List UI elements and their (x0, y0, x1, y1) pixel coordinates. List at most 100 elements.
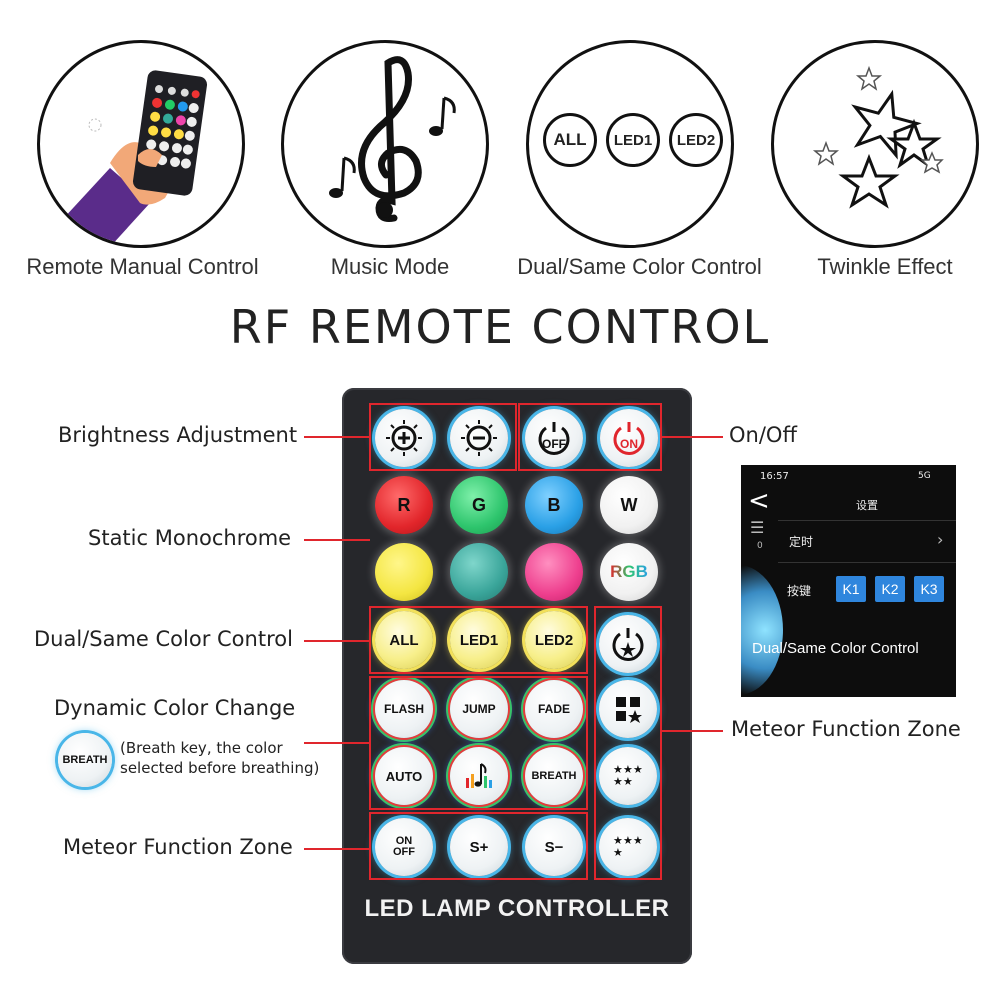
feature-caption-dual: Dual/Same Color Control (517, 254, 762, 279)
svg-text:★: ★ (623, 834, 633, 847)
leader-brightness (304, 436, 370, 438)
phone-key-k1[interactable]: K1 (836, 576, 866, 602)
chevron-right-icon[interactable]: › (937, 530, 944, 549)
meteor-power-star-icon (612, 628, 644, 661)
rgb-button[interactable]: RGB (600, 543, 658, 601)
zone-dynamic (369, 676, 588, 810)
breath-note-line1: (Breath key, the color (120, 739, 283, 757)
svg-text:★: ★ (613, 763, 623, 776)
stars-four-icon: ★★★ ★ (613, 834, 643, 859)
on-label: ON (620, 437, 638, 451)
phone-back-icon[interactable]: < (748, 486, 770, 516)
led2-label: LED2 (534, 631, 574, 649)
svg-text:★: ★ (633, 834, 643, 847)
callout-static: Static Monochrome (88, 526, 292, 550)
phone-key-k2[interactable]: K2 (875, 576, 905, 602)
svg-text:★: ★ (613, 846, 623, 859)
meteor-onoff-button[interactable]: ON OFF (375, 818, 433, 876)
blue-button[interactable]: B (525, 476, 583, 534)
brightness-down-button[interactable] (450, 409, 508, 467)
phone-row-keys: 按键 (787, 584, 812, 598)
feature-circle-dual: ALL LED1 LED2 (526, 40, 734, 248)
yellow-button[interactable] (375, 543, 433, 601)
red-label: R (397, 494, 411, 515)
music-button[interactable] (450, 747, 508, 805)
meteor-stars-a-button[interactable]: ★★★ ★★ (599, 747, 657, 805)
phone-key-k3[interactable]: K3 (914, 576, 944, 602)
led1-button[interactable]: LED1 (450, 611, 508, 669)
speed-down-label: S− (544, 838, 564, 856)
power-off-button[interactable]: OFF (525, 409, 583, 467)
teal-button[interactable] (450, 543, 508, 601)
brightness-up-button[interactable] (375, 409, 433, 467)
rgb-label: RGB (610, 562, 648, 581)
feature-circle-twinkle (771, 40, 979, 248)
phone-divider-2 (778, 562, 956, 563)
led1-label: LED1 (459, 631, 499, 649)
phone-caption: Dual/Same Color Control (752, 640, 919, 657)
zone-dual (369, 606, 588, 674)
off-label: OFF (542, 437, 566, 451)
svg-text:★: ★ (623, 775, 633, 788)
hand-remote-icon (50, 70, 208, 245)
callout-meteor-left: Meteor Function Zone (63, 835, 293, 859)
meteor-pattern-button[interactable] (599, 680, 657, 738)
phone-menu-icon[interactable]: ☰ (750, 518, 765, 537)
speed-up-button[interactable]: S+ (450, 818, 508, 876)
grid-star-icon (616, 697, 642, 723)
meteor-off-label: OFF (393, 846, 415, 858)
callout-dual: Dual/Same Color Control (34, 627, 293, 651)
speed-down-button[interactable]: S− (525, 818, 583, 876)
feature-circle-music (281, 40, 489, 248)
led2-button[interactable]: LED2 (525, 611, 583, 669)
breath-note-line2: selected before breathing) (120, 759, 320, 777)
flash-label: FLASH (384, 702, 424, 716)
brightness-down-icon (461, 420, 497, 456)
led1-badge: LED1 (606, 113, 660, 167)
red-button[interactable]: R (375, 476, 433, 534)
svg-text:★: ★ (613, 775, 623, 788)
feature-caption-remote: Remote Manual Control (26, 254, 259, 279)
meteor-mode-button[interactable] (599, 615, 657, 673)
green-button[interactable]: G (450, 476, 508, 534)
svg-text:★: ★ (633, 763, 643, 776)
zone-onoff (518, 403, 662, 471)
music-note-icon (466, 763, 492, 788)
white-button[interactable]: W (600, 476, 658, 534)
phone-divider-1 (778, 520, 956, 521)
green-label: G (471, 494, 486, 515)
leader-onoff (661, 436, 723, 438)
leader-static (304, 539, 370, 541)
callout-brightness: Brightness Adjustment (58, 423, 298, 447)
breath-badge-label: BREATH (62, 754, 108, 766)
zone-meteor-side (594, 606, 662, 880)
all-label: ALL (389, 631, 419, 649)
breath-note: (Breath key, the color selected before b… (120, 738, 319, 778)
jump-label: JUMP (462, 702, 496, 716)
fade-button[interactable]: FADE (525, 680, 583, 738)
phone-header: 设置 (856, 499, 878, 512)
breath-badge: BREATH (58, 733, 112, 787)
svg-text:★: ★ (623, 763, 633, 776)
leader-meteor-left (304, 848, 370, 850)
feature-caption-music: Music Mode (330, 254, 450, 279)
flash-button[interactable]: FLASH (375, 680, 433, 738)
auto-label: AUTO (385, 768, 423, 784)
meteor-stars-b-button[interactable]: ★★★ ★ (599, 818, 657, 876)
white-label: W (620, 494, 638, 515)
breath-label: BREATH (531, 770, 577, 782)
pink-button[interactable] (525, 543, 583, 601)
all-badge: ALL (543, 113, 597, 167)
leader-dynamic (304, 742, 370, 744)
phone-status: 5G (918, 471, 931, 481)
power-on-button[interactable]: ON (600, 409, 658, 467)
phone-row-timer[interactable]: 定时 (789, 535, 814, 549)
brightness-up-icon (386, 420, 422, 456)
speed-up-label: S+ (469, 838, 489, 856)
page-title: RF REMOTE CONTROL (229, 300, 771, 354)
all-button[interactable]: ALL (375, 611, 433, 669)
breath-button[interactable]: BREATH (525, 747, 583, 805)
jump-button[interactable]: JUMP (450, 680, 508, 738)
auto-button[interactable]: AUTO (375, 747, 433, 805)
glow-edge (741, 565, 783, 695)
